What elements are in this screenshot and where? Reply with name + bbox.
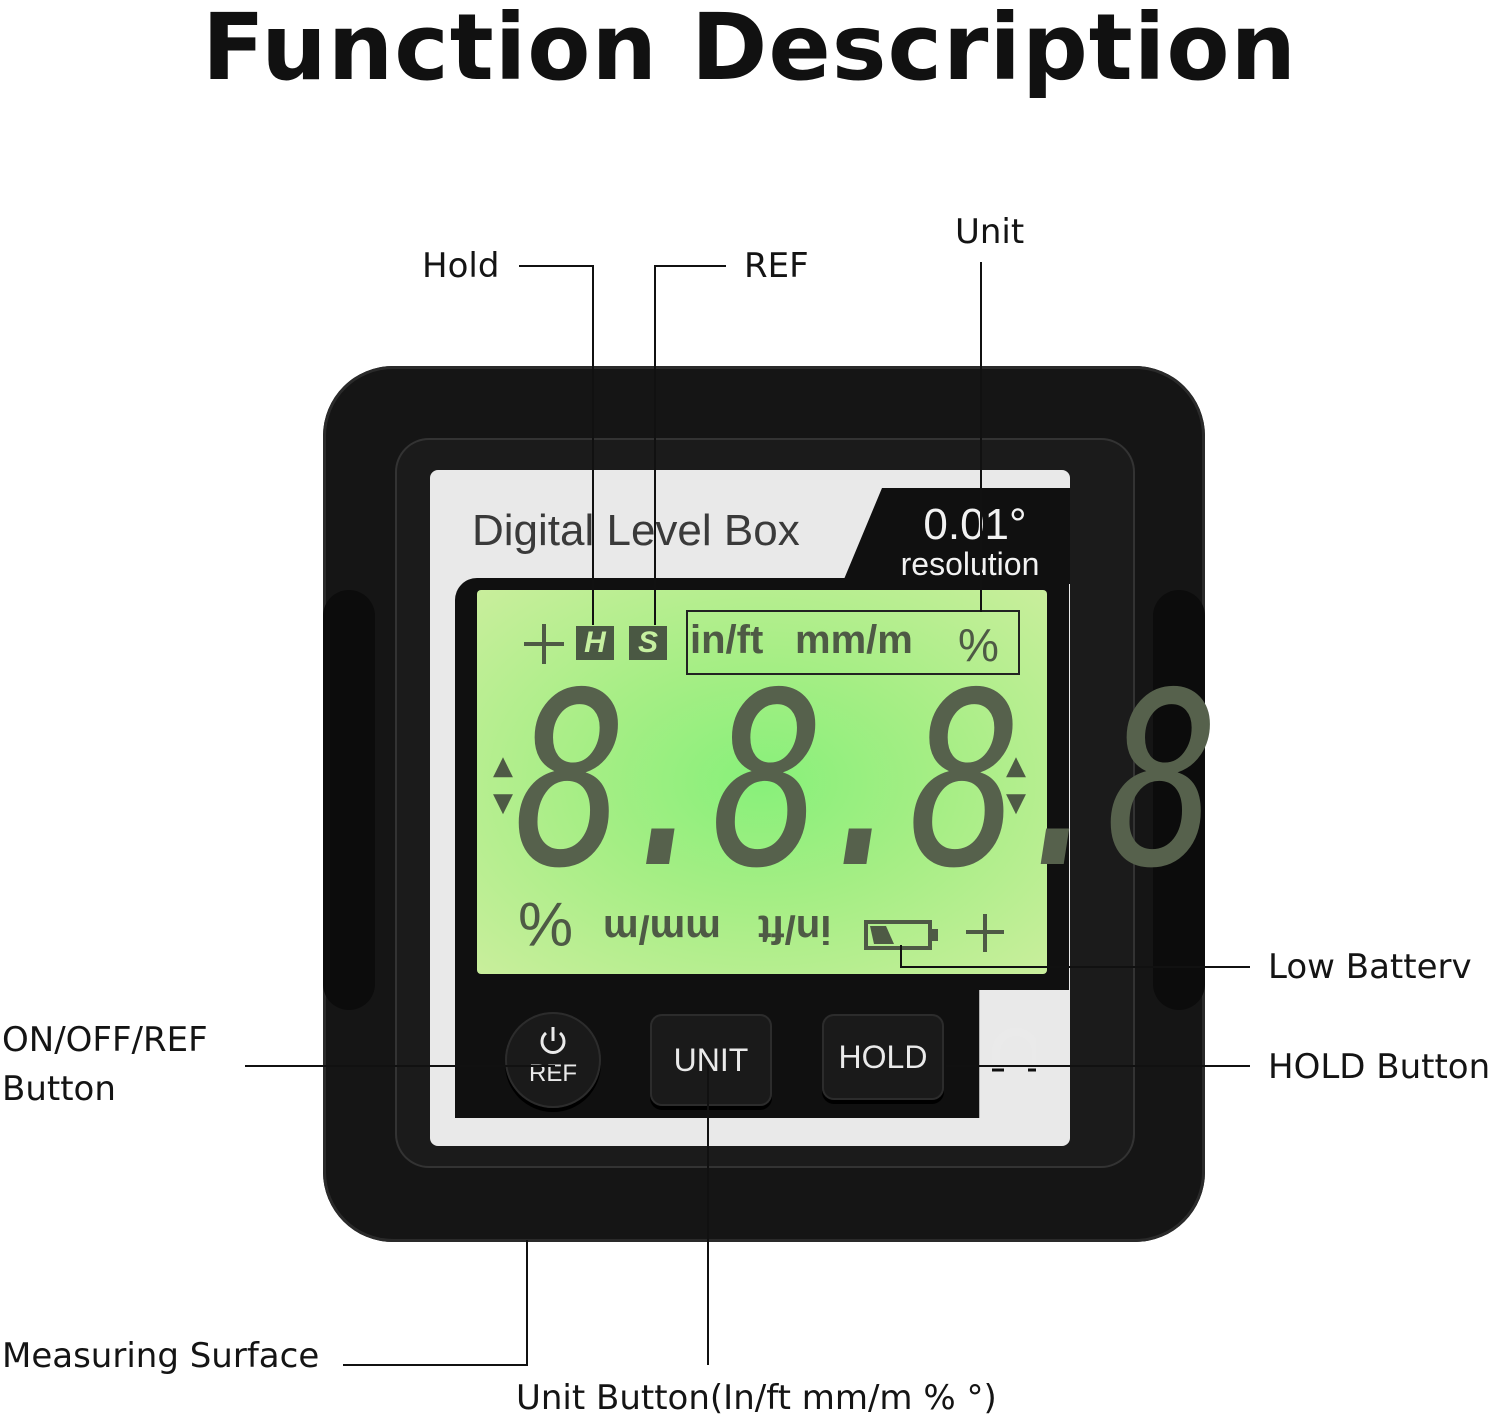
down-arrow-icon-right: ▼ — [1006, 788, 1026, 818]
power-icon — [540, 1027, 566, 1054]
callout-onoff-line2: Button — [2, 1069, 116, 1109]
bottom-unit-mmm: mm/m — [603, 907, 721, 951]
brand-label: Digital Level Box — [472, 506, 800, 555]
onoff-leader — [245, 1065, 555, 1067]
unit-leader-v — [980, 262, 982, 612]
top-unit-mmm: mm/m — [795, 618, 913, 662]
top-unit-inft: in/ft — [690, 618, 764, 662]
hold-leader-h — [519, 265, 593, 267]
hold-button-leader — [946, 1065, 1250, 1067]
left-grip — [323, 590, 375, 1010]
level-icon-bottom — [966, 914, 1004, 952]
unit-highlight-box — [686, 610, 1020, 675]
up-arrow-icon-right: ▲ — [1006, 751, 1026, 781]
unit-button[interactable]: UNIT — [650, 1014, 772, 1106]
battery-icon — [864, 920, 938, 950]
lcd-screen — [477, 590, 1047, 974]
resolution-label: resolution — [900, 546, 1040, 582]
magnet-icon — [992, 1028, 1036, 1080]
hold-leader-v — [592, 265, 594, 625]
callout-onoff-line1: ON/OFF/REF — [2, 1020, 208, 1060]
unit-button-leader — [707, 1065, 709, 1365]
hold-indicator: H — [576, 626, 614, 660]
battery-leader-v — [900, 945, 902, 967]
power-button-label: REF — [529, 1060, 577, 1087]
up-arrow-icon: ▲ — [493, 751, 513, 781]
surface-leader-h — [343, 1364, 528, 1366]
callout-measuring-surface: Measuring Surface — [2, 1336, 320, 1376]
ref-leader-h — [654, 265, 726, 267]
callout-unit: Unit — [955, 212, 1025, 252]
surface-leader-v — [526, 1240, 528, 1366]
right-grip — [1153, 590, 1205, 1010]
callout-low-battery: Low Batterv — [1268, 947, 1472, 987]
bottom-unit-percent: % — [518, 889, 574, 958]
lcd-digits: 8.8.8.8 — [515, 641, 1220, 921]
level-icon — [524, 624, 564, 664]
ref-indicator: S — [629, 626, 667, 660]
callout-hold-button: HOLD Button — [1268, 1047, 1491, 1087]
top-unit-percent: % — [958, 619, 999, 671]
callout-unit-button: Unit Button(In/ft mm/m % °) — [516, 1378, 997, 1418]
hold-button[interactable]: HOLD — [822, 1014, 944, 1100]
page-title: Function Description — [201, 0, 1298, 101]
resolution-value: 0.01° — [923, 500, 1027, 549]
callout-hold: Hold — [422, 246, 500, 286]
resolution-panel — [842, 488, 1070, 584]
down-arrow-icon: ▼ — [493, 788, 513, 818]
ref-leader-v — [654, 265, 656, 625]
battery-leader-h — [900, 966, 1250, 968]
power-ref-button[interactable]: REF — [505, 1012, 601, 1108]
bottom-unit-inft: in/ft — [758, 907, 832, 951]
callout-ref: REF — [744, 246, 809, 286]
